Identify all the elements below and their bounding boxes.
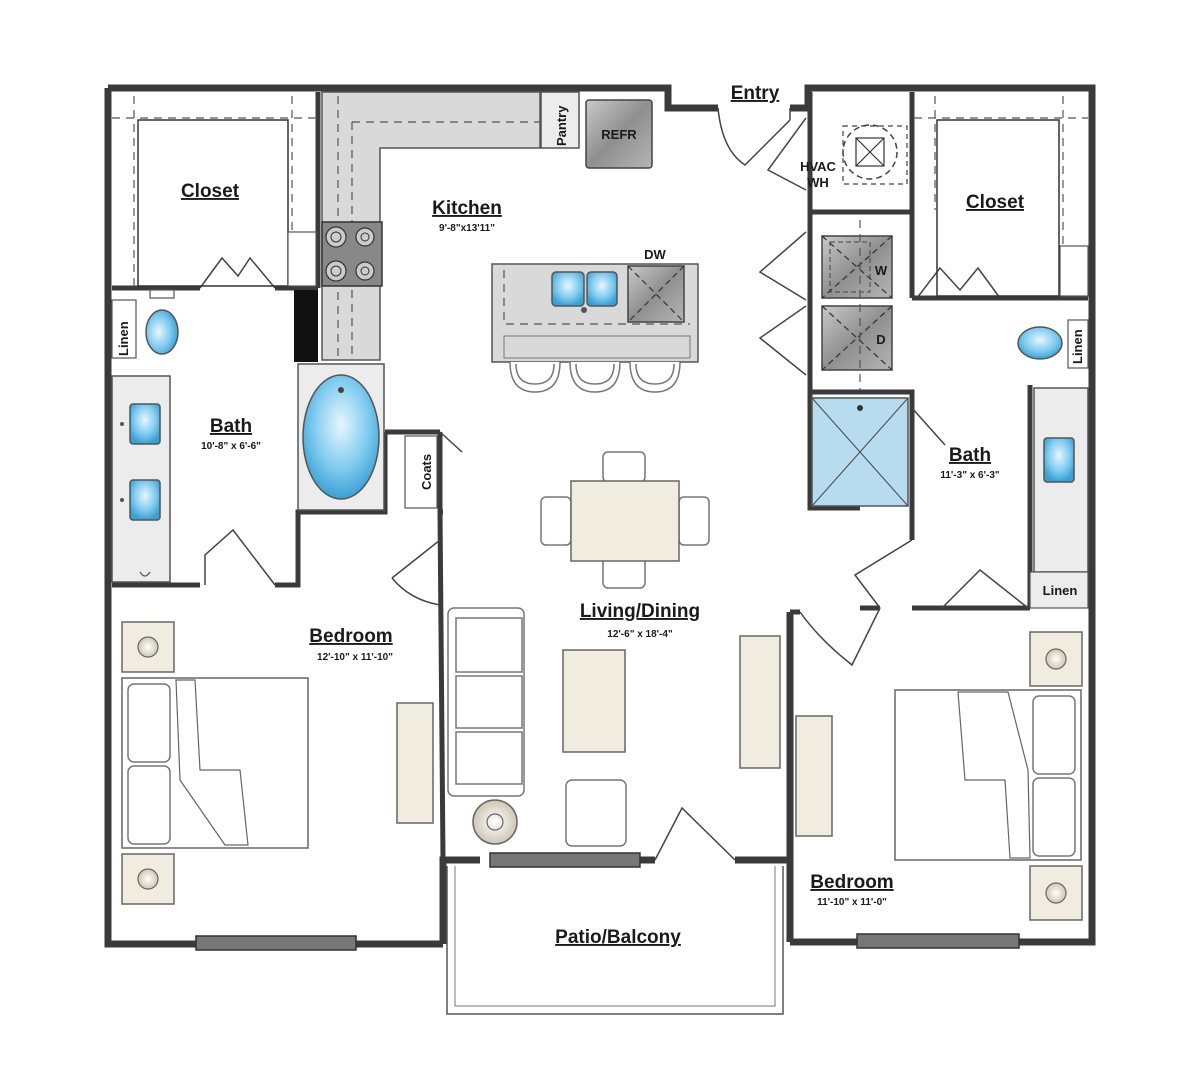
- closet-left-label: Closet: [181, 181, 240, 202]
- dresser-left-icon: [396, 702, 434, 824]
- refr-label: REFR: [601, 127, 637, 142]
- kitchen-dim: 9'-8"x13'11": [439, 223, 495, 234]
- left-bath: Linen Coats Bath 10'-8" x 6'-6": [111, 289, 438, 583]
- right-bath: Linen Linen Bath 11'-3" x 6'-3": [811, 319, 1089, 609]
- windows: [195, 852, 1020, 951]
- linen-right-lower-label: Linen: [1043, 583, 1078, 598]
- patio: Patio/Balcony: [446, 866, 784, 1015]
- living-label: Living/Dining: [580, 601, 700, 622]
- bedroom-right-dim: 11'-10" x 11'-0": [817, 897, 887, 908]
- washer-label: W: [875, 263, 888, 278]
- bath-sink-right-icon: [1043, 437, 1075, 483]
- patio-label: Patio/Balcony: [555, 927, 681, 948]
- hvac-label: HVAC: [800, 159, 836, 174]
- wh-label: WH: [807, 175, 829, 190]
- bath-left-label: Bath: [210, 416, 252, 437]
- entry-label: Entry: [731, 83, 780, 104]
- coffee-table-icon: [562, 649, 626, 753]
- coats-label: Coats: [419, 454, 434, 490]
- doors: [199, 107, 1029, 861]
- kitchen-counters: Pantry REFR Kitchen 9'-8"x13'11": [294, 91, 653, 362]
- closet-right-label: Closet: [966, 192, 1025, 213]
- laundry: W D: [821, 220, 893, 390]
- dining-area: [540, 451, 710, 589]
- bath-sink-left-1-icon: [129, 403, 161, 445]
- island-sink-right-icon: [586, 271, 618, 307]
- kitchen-label: Kitchen: [432, 198, 502, 219]
- toilet-right-icon: [1017, 326, 1063, 360]
- lamp-icon: [137, 868, 159, 890]
- window-living: [489, 852, 641, 868]
- living-dim: 12'-6" x 18'-4": [607, 629, 673, 640]
- bath-right-dim: 11'-3" x 6'-3": [940, 470, 1000, 481]
- side-table-icon: [472, 799, 518, 845]
- pantry-label: Pantry: [554, 105, 569, 146]
- lamp-icon: [137, 636, 159, 658]
- dryer-label: D: [876, 332, 885, 347]
- linen-right-upper-label: Linen: [1070, 329, 1085, 364]
- toilet-left-icon: [145, 289, 179, 355]
- bedroom-left: Bedroom 12'-10" x 11'-10": [121, 621, 434, 905]
- lamp-icon: [1045, 648, 1067, 670]
- media-console-icon: [739, 635, 781, 769]
- linen-left-label: Linen: [116, 321, 131, 356]
- bedroom-right: Bedroom 11'-10" x 11'-0": [795, 631, 1083, 921]
- right-closet: Closet: [914, 96, 1089, 297]
- bedroom-right-label: Bedroom: [810, 872, 893, 893]
- dw-label: DW: [644, 247, 666, 262]
- dining-table-icon: [570, 480, 680, 562]
- bath-right-label: Bath: [949, 445, 991, 466]
- armchair-icon: [565, 779, 627, 847]
- window-bedroom-right: [856, 933, 1020, 949]
- bath-sink-left-2-icon: [129, 479, 161, 521]
- refrigerator-icon: [585, 99, 653, 169]
- kitchen-island: DW: [491, 247, 699, 393]
- lamp-icon: [1045, 882, 1067, 904]
- window-bedroom-left: [195, 935, 357, 951]
- living-area: Living/Dining 12'-6" x 18'-4": [447, 601, 781, 847]
- dresser-right-icon: [795, 715, 833, 837]
- bedroom-left-label: Bedroom: [309, 626, 392, 647]
- bedroom-left-dim: 12'-10" x 11'-10": [317, 652, 393, 663]
- entry-hvac: Entry HVAC WH: [731, 83, 908, 190]
- bathtub-icon: [302, 374, 380, 500]
- island-sink-left-icon: [551, 271, 585, 307]
- bath-left-dim: 10'-8" x 6'-6": [201, 441, 261, 452]
- left-closet: Closet: [112, 96, 318, 287]
